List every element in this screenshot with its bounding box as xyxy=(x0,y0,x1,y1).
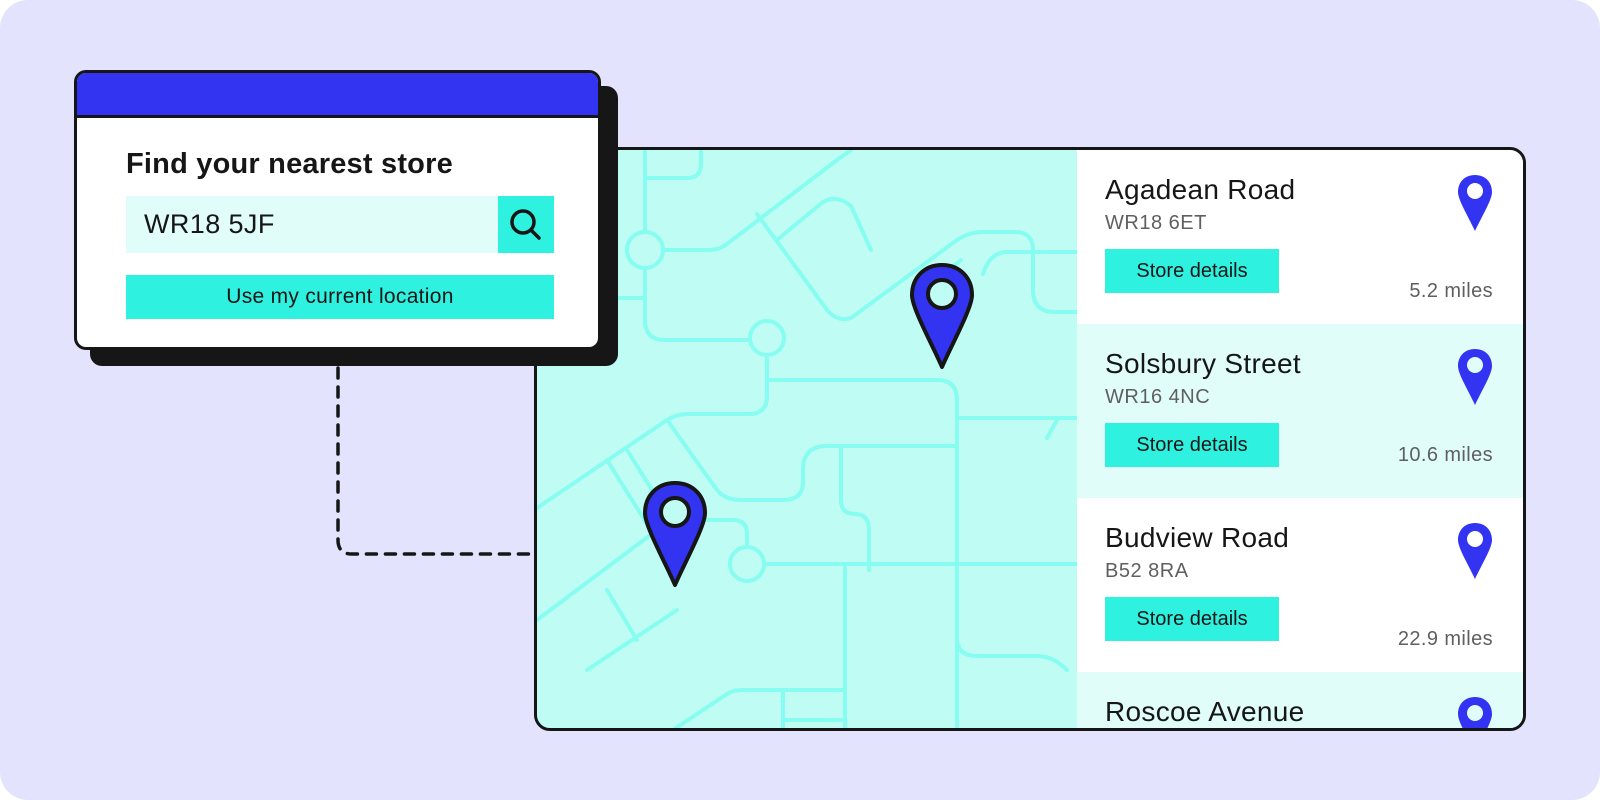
map-pin-icon xyxy=(1458,175,1492,231)
store-name: Solsbury Street xyxy=(1105,348,1301,379)
store-list[interactable]: Agadean Road WR18 6ET Store details 5.2 … xyxy=(1077,150,1523,728)
store-name: Budview Road xyxy=(1105,522,1290,553)
store-postcode: WR18 6ET xyxy=(1105,212,1207,234)
store-details-button[interactable]: Store details xyxy=(1105,423,1279,467)
store-name: Roscoe Avenue xyxy=(1105,696,1305,727)
store-list-item[interactable]: Roscoe Avenue xyxy=(1077,672,1523,728)
store-distance: 10.6 miles xyxy=(1397,444,1493,466)
map-pin-icon xyxy=(1458,697,1492,728)
store-list-item[interactable]: Budview Road B52 8RA Store details 22.9 … xyxy=(1077,498,1523,672)
map-view[interactable] xyxy=(537,150,1077,728)
store-list-item[interactable]: Solsbury Street WR16 4NC Store details 1… xyxy=(1077,324,1523,498)
search-icon xyxy=(510,208,541,240)
store-distance: 22.9 miles xyxy=(1397,628,1493,650)
store-list-item[interactable]: Agadean Road WR18 6ET Store details 5.2 … xyxy=(1077,150,1523,324)
store-locator-panel: Agadean Road WR18 6ET Store details 5.2 … xyxy=(534,147,1526,731)
store-search-card: Find your nearest store Use my current l… xyxy=(74,70,601,350)
card-title: Find your nearest store xyxy=(126,148,453,180)
map-roads xyxy=(537,150,1077,728)
store-postcode: WR16 4NC xyxy=(1105,386,1211,408)
store-name: Agadean Road xyxy=(1105,174,1296,205)
map-pin-icon xyxy=(1458,349,1492,405)
store-details-button[interactable]: Store details xyxy=(1105,597,1279,641)
map-pin-icon xyxy=(643,481,707,587)
search-row xyxy=(126,196,554,253)
map-pin-icon xyxy=(910,263,974,369)
store-postcode: B52 8RA xyxy=(1105,560,1189,582)
store-distance: 5.2 miles xyxy=(1409,280,1493,302)
store-details-button[interactable]: Store details xyxy=(1105,249,1279,293)
map-pin-1[interactable] xyxy=(909,262,975,377)
map-pin-icon xyxy=(1458,523,1492,579)
postcode-search-input[interactable] xyxy=(126,196,498,253)
search-button[interactable] xyxy=(498,196,554,253)
map-pin-2[interactable] xyxy=(642,480,708,595)
use-current-location-button[interactable]: Use my current location xyxy=(126,275,554,319)
card-header-bar xyxy=(77,73,598,118)
